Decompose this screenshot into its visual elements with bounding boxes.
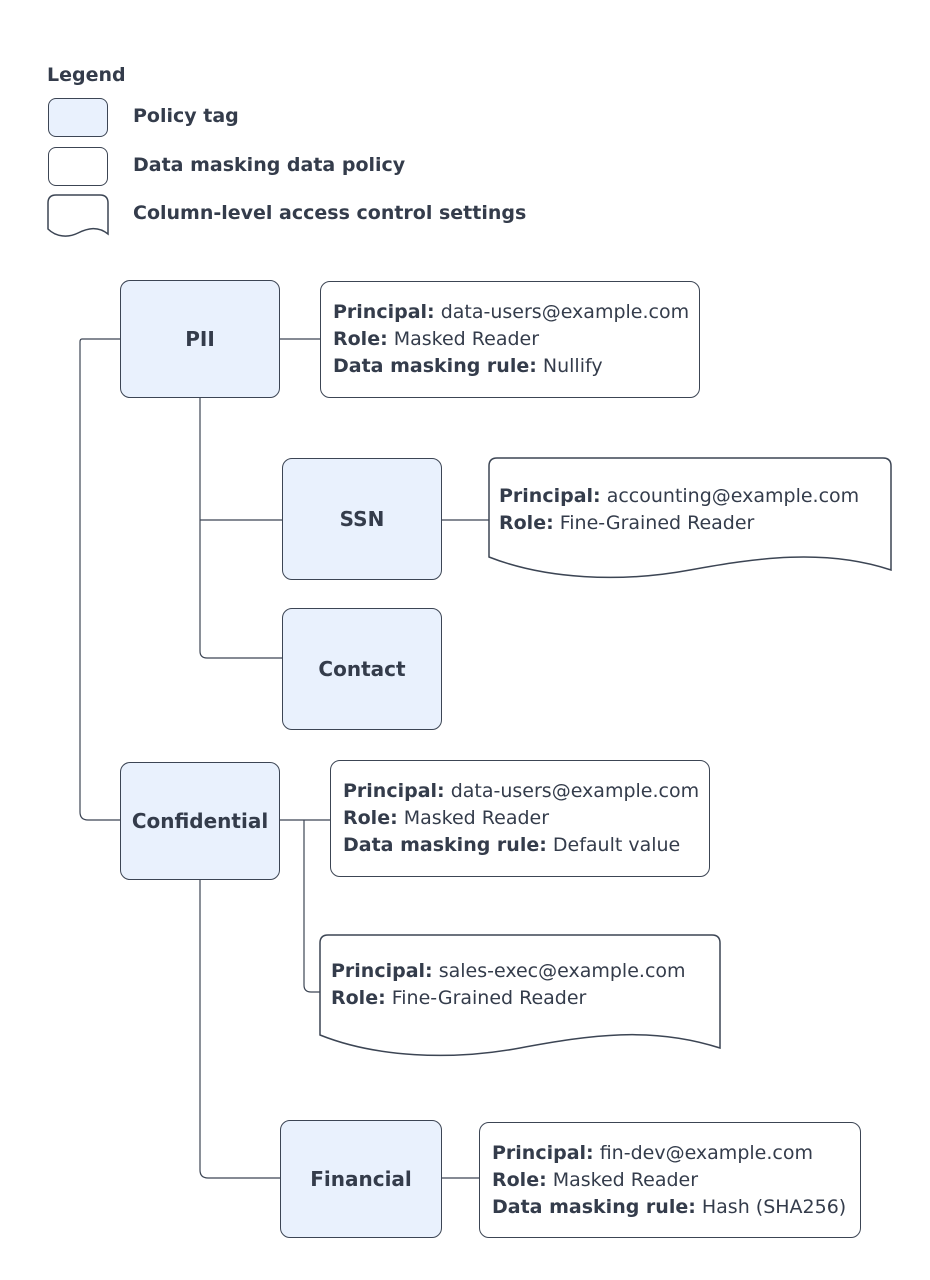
policy-principal-line: Principal: sales-exec@example.com: [331, 958, 711, 985]
principal-label: Principal:: [333, 301, 435, 323]
principal-value: sales-exec@example.com: [438, 960, 686, 982]
policy-tag-pii: PII: [120, 280, 280, 398]
role-label: Role:: [333, 328, 388, 350]
pii-masking-policy-box: Principal: data-users@example.com Role: …: [320, 281, 700, 398]
policy-tag-confidential-label: Confidential: [131, 809, 269, 833]
policy-principal-line: Principal: fin-dev@example.com: [492, 1140, 854, 1167]
legend-label-policy-tag: Policy tag: [133, 105, 239, 127]
policy-tag-confidential: Confidential: [120, 762, 280, 880]
rule-value: Nullify: [542, 355, 603, 377]
connector-confidential-to-financial: [199, 880, 280, 1179]
connector-trunk-pii-to-confidential: [79, 338, 120, 821]
legend-label-access-control-settings: Column-level access control settings: [133, 202, 527, 224]
confidential-access-settings-shape: [319, 934, 721, 1057]
policy-role-line: Role: Masked Reader: [492, 1167, 854, 1194]
principal-label: Principal:: [499, 485, 601, 507]
policy-tag-contact-label: Contact: [318, 657, 406, 681]
policy-tag-financial: Financial: [280, 1120, 442, 1238]
principal-label: Principal:: [492, 1141, 594, 1164]
role-label: Role:: [492, 1168, 547, 1191]
legend-label-data-masking-policy: Data masking data policy: [133, 154, 406, 176]
connector-confidential-to-access-settings: [303, 820, 320, 993]
rule-label: Data masking rule:: [343, 834, 547, 856]
confidential-access-settings-text: Principal: sales-exec@example.com Role: …: [331, 935, 711, 1035]
policy-tag-ssn: SSN: [282, 458, 442, 580]
policy-rule-line: Data masking rule: Nullify: [333, 353, 693, 380]
policy-tag-ssn-label: SSN: [339, 507, 385, 531]
principal-label: Principal:: [343, 780, 445, 802]
principal-value: fin-dev@example.com: [599, 1141, 813, 1164]
principal-value: data-users@example.com: [440, 301, 690, 323]
policy-tag-contact: Contact: [282, 608, 442, 730]
role-label: Role:: [331, 987, 386, 1009]
principal-value: accounting@example.com: [606, 485, 860, 507]
policy-tag-pii-label: PII: [185, 327, 215, 351]
financial-masking-policy-box: Principal: fin-dev@example.com Role: Mas…: [479, 1122, 861, 1238]
policy-principal-line: Principal: accounting@example.com: [499, 483, 879, 510]
policy-principal-line: Principal: data-users@example.com: [333, 299, 693, 326]
policy-role-line: Role: Masked Reader: [333, 326, 693, 353]
rule-value: Default value: [552, 834, 681, 856]
role-label: Role:: [499, 512, 554, 534]
legend-title: Legend: [47, 64, 126, 86]
legend-access-settings-shape-icon: [47, 194, 109, 237]
policy-role-line: Role: Fine-Grained Reader: [499, 510, 879, 537]
connector-pii-to-contact: [199, 398, 282, 659]
ssn-access-settings-text: Principal: accounting@example.com Role: …: [499, 458, 879, 562]
role-value: Masked Reader: [393, 328, 540, 350]
policy-role-line: Role: Masked Reader: [343, 805, 703, 832]
role-value: Fine-Grained Reader: [391, 987, 587, 1009]
policy-rule-line: Data masking rule: Default value: [343, 832, 703, 859]
role-value: Masked Reader: [552, 1168, 699, 1191]
confidential-masking-policy-box: Principal: data-users@example.com Role: …: [330, 760, 710, 877]
policy-principal-line: Principal: data-users@example.com: [343, 778, 703, 805]
legend-data-policy-swatch-icon: [48, 147, 108, 186]
role-label: Role:: [343, 807, 398, 829]
policy-role-line: Role: Fine-Grained Reader: [331, 985, 711, 1012]
policy-rule-line: Data masking rule: Hash (SHA256): [492, 1194, 854, 1221]
rule-label: Data masking rule:: [492, 1195, 696, 1218]
role-value: Masked Reader: [403, 807, 550, 829]
rule-label: Data masking rule:: [333, 355, 537, 377]
policy-tag-financial-label: Financial: [310, 1167, 412, 1191]
role-value: Fine-Grained Reader: [559, 512, 755, 534]
ssn-access-settings-shape: [488, 457, 892, 579]
principal-label: Principal:: [331, 960, 433, 982]
principal-value: data-users@example.com: [450, 780, 700, 802]
legend-policy-tag-swatch-icon: [48, 98, 108, 137]
rule-value: Hash (SHA256): [701, 1195, 847, 1218]
